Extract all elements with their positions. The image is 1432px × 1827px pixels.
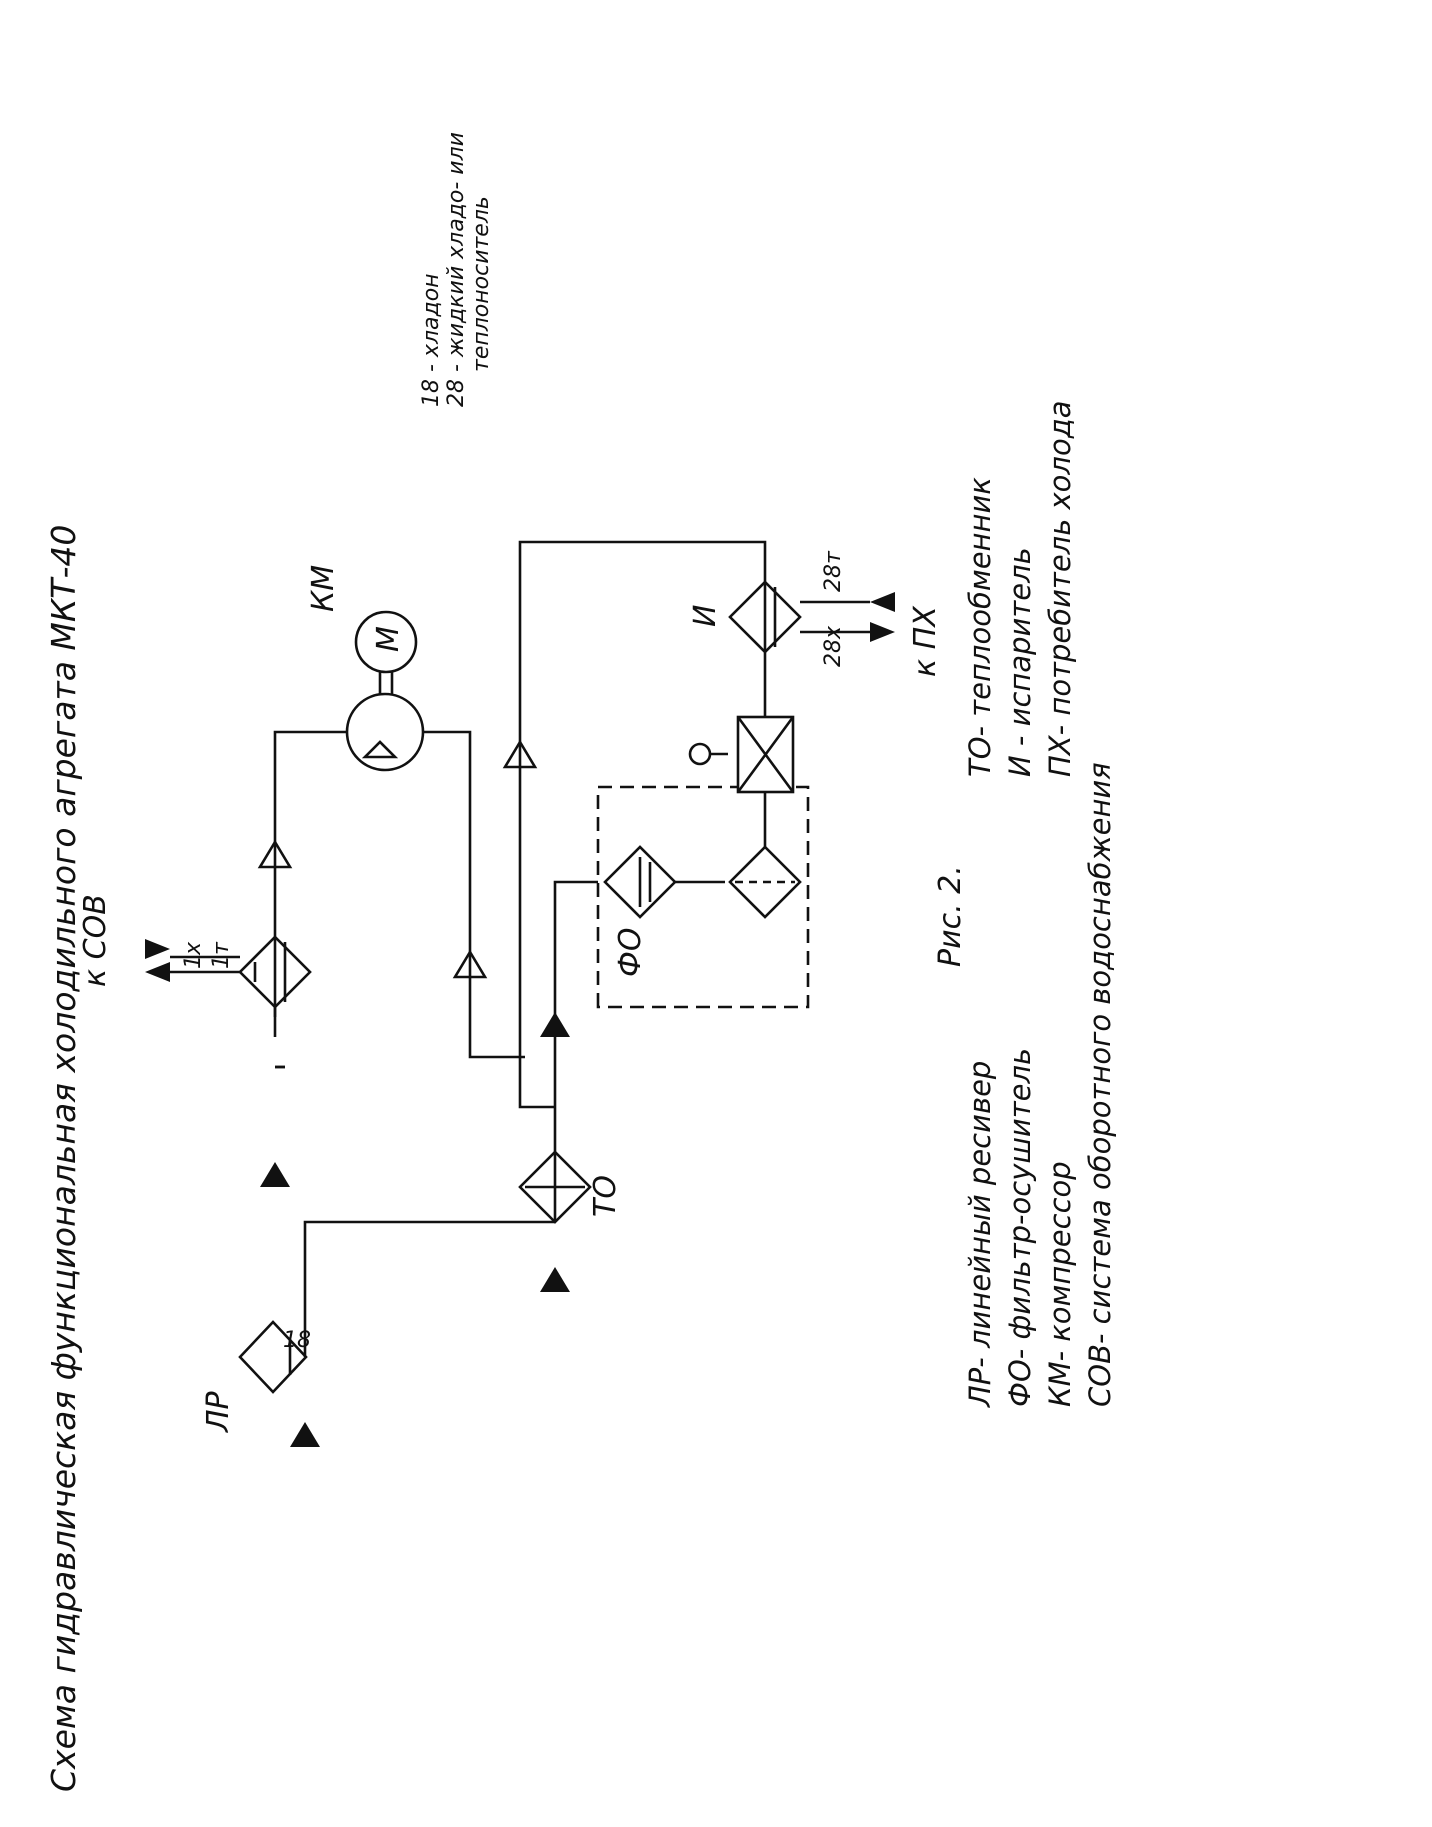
pipe-heat-exchanger-to-filter (553, 880, 598, 1167)
filter-dryer-symbol-left (603, 845, 677, 919)
line-label-18: 18 (283, 1328, 311, 1353)
flow-arrow-1 (260, 1162, 290, 1187)
pipe-compressor-to-heat-exchanger (420, 730, 525, 1059)
legend-item-evaporator: И - испаритель (1003, 547, 1037, 777)
to-water-system-label: к СОВ (78, 894, 113, 987)
filter-dryer-frame (596, 785, 810, 1009)
filter-dryer-symbol-right (728, 845, 802, 919)
filter-dryer-label: ФО (613, 928, 648, 977)
legend-item-compressor: КМ- компрессор (1043, 1161, 1077, 1407)
stream-note-3: теплоноситель (469, 196, 494, 372)
pipe-evaporator-return (518, 540, 767, 1109)
legend-item-water-system: СОВ- система оборотного водоснабжения (1083, 762, 1117, 1407)
flow-arrow-6 (540, 1012, 570, 1037)
receiver-label: ЛР (201, 1390, 236, 1433)
receiver-symbol (238, 1320, 308, 1394)
coolant-out-label: 28т (821, 550, 846, 592)
coolant-in-label: 28х (821, 625, 846, 667)
stream-note-1: 18 - хладон (419, 273, 444, 407)
legend-item-receiver: ЛР- линейный ресивер (963, 1061, 997, 1408)
coolant-out-arrow (870, 592, 895, 612)
flow-arrow-3 (452, 949, 488, 979)
water-in-arrow (145, 962, 170, 982)
legend-item-consumer: ПХ- потребитель холода (1043, 400, 1077, 777)
coolant-in-arrow (870, 622, 895, 642)
stream-note-2: 28 - жидкий хладо- или (444, 132, 469, 407)
heat-exchanger-label: ТО (588, 1175, 623, 1217)
flow-arrow-7 (502, 739, 538, 769)
condenser-symbol (238, 935, 312, 1009)
compressor-symbol (345, 610, 425, 772)
evaporator-label: И (688, 605, 723, 627)
compressor-label: КМ (306, 565, 341, 612)
pipe-to-compressor (273, 730, 350, 792)
water-out-label: 1т (209, 941, 234, 969)
legend-item-heat-exchanger: ТО- теплообменник (963, 477, 997, 777)
heat-exchanger-symbol (518, 1150, 592, 1224)
figure-caption: Рис. 2. (933, 865, 968, 967)
flow-arrow-2 (257, 839, 293, 869)
legend-item-filter-dryer: ФО- фильтр-осушитель (1003, 1048, 1037, 1407)
water-out-arrow (145, 939, 170, 959)
to-consumer-label: к ПХ (908, 605, 943, 677)
evaporator-symbol (728, 580, 802, 654)
scheme-title: Схема гидравлическая функциональная холо… (44, 525, 83, 1792)
water-in-label: 1х (181, 941, 206, 969)
motor-label: М (371, 626, 406, 652)
pipe-receiver-to-heat-exchanger (303, 1220, 555, 1357)
flow-arrow-4 (290, 1422, 320, 1447)
expansion-valve-symbol (688, 715, 795, 794)
flow-arrow-5 (540, 1267, 570, 1292)
